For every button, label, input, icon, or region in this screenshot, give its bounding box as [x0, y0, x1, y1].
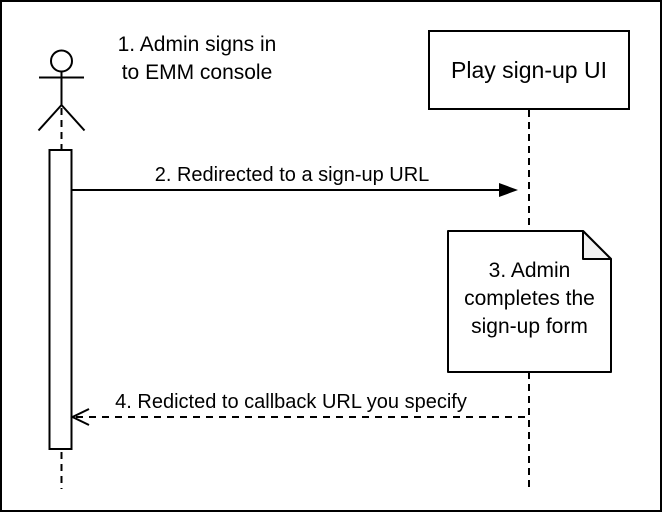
actor-head — [50, 49, 73, 73]
actor-label-line-2: to EMM console — [121, 61, 273, 84]
note-text-line-1: 3. Admin — [488, 259, 571, 282]
actor-label: 1. Admin signs in to EMM console — [97, 31, 297, 87]
message-4-arrowhead — [70, 408, 90, 426]
note-shape — [447, 230, 612, 373]
note-text-line-3: sign-up form — [471, 315, 588, 338]
participant-box: Play sign-up UI — [428, 30, 630, 110]
note-text: 3. Admin completes the sign-up form — [448, 257, 611, 341]
message-2-arrowhead — [499, 183, 518, 197]
activation-bar — [48, 149, 73, 450]
actor-leg-left — [37, 104, 63, 132]
note-fold-icon — [582, 230, 612, 260]
actor-leg-right — [60, 104, 86, 132]
message-4-label: 4. Redicted to callback URL you specify — [115, 391, 467, 413]
participant-label: Play sign-up UI — [451, 56, 607, 83]
message-2-label: 2. Redirected to a sign-up URL — [154, 164, 430, 186]
actor-icon — [37, 49, 86, 132]
actor-label-line-1: 1. Admin signs in — [117, 33, 277, 56]
note-text-line-2: completes the — [464, 287, 595, 310]
